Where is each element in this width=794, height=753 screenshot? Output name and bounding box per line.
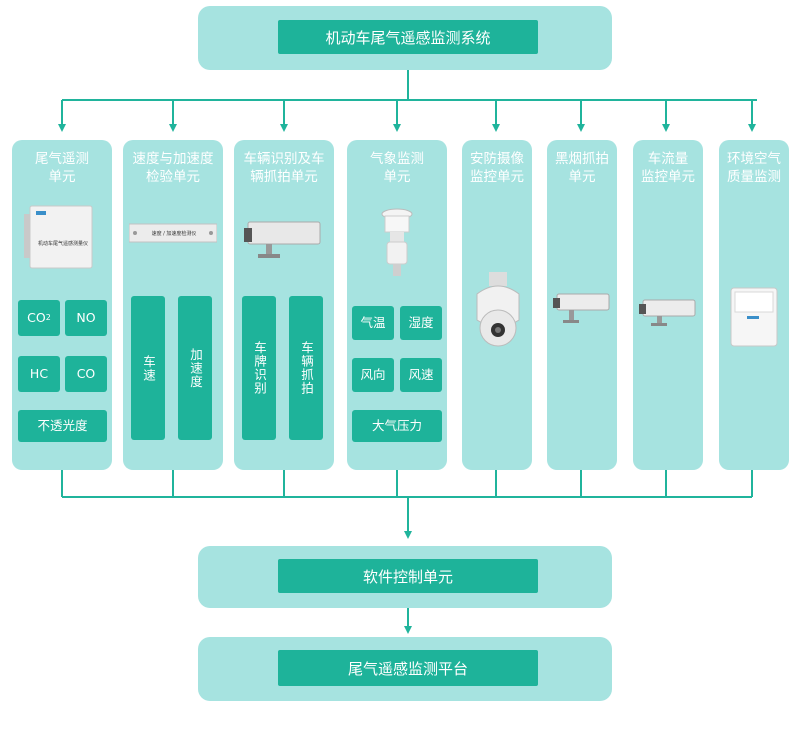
- software-panel: 软件控制单元: [198, 546, 612, 608]
- platform-panel: 尾气遥感监测平台: [198, 637, 612, 701]
- speed-detector-label: 速度 / 加速度检测仪: [151, 231, 197, 237]
- tile-opacity: 不透光度: [18, 410, 107, 442]
- unit-weather: 气象监测 单元 气温 湿度 风向 风速 大气压力: [347, 140, 447, 470]
- tile-air-pressure: 大气压力: [352, 410, 442, 442]
- smoke-camera-icon: [553, 288, 613, 336]
- traffic-camera-icon: [639, 296, 699, 336]
- air-monitor-icon: [729, 286, 779, 352]
- tile-humidity: 湿度: [400, 306, 442, 340]
- tile-wind-direction: 风向: [352, 358, 394, 392]
- system-panel: 机动车尾气遥感监测系统: [198, 6, 612, 70]
- tile-acceleration: 加速度: [178, 296, 212, 440]
- platform-title: 尾气遥感监测平台: [278, 650, 538, 686]
- unit-traffic-flow: 车流量 监控单元: [633, 140, 703, 470]
- unit-speed: 速度与加速度 检验单元 速度 / 加速度检测仪 车速 加速度: [123, 140, 223, 470]
- unit-air-quality: 环境空气 质量监测: [719, 140, 789, 470]
- software-unit-title: 软件控制单元: [278, 559, 538, 593]
- unit-vehicle-recognition: 车辆识别及车 辆抓拍单元 车牌识别 车辆抓拍: [234, 140, 334, 470]
- unit-title: 尾气遥测 单元: [35, 151, 89, 185]
- tile-temperature: 气温: [352, 306, 394, 340]
- unit-title: 车辆识别及车 辆抓拍单元: [243, 151, 325, 185]
- unit-title: 环境空气 质量监测: [727, 151, 781, 185]
- analyzer-cabinet-label: 机动车尾气遥感测量仪: [37, 241, 88, 247]
- tile-co: CO: [65, 356, 107, 392]
- unit-title: 黑烟抓拍 单元: [555, 151, 609, 185]
- unit-title: 安防摄像 监控单元: [470, 151, 524, 185]
- weather-station-icon: [375, 206, 419, 282]
- tile-co2-base: CO: [27, 310, 46, 325]
- unit-black-smoke: 黑烟抓拍 单元: [547, 140, 617, 470]
- unit-title: 速度与加速度 检验单元: [132, 151, 214, 185]
- analyzer-cabinet-image: 机动车尾气遥感测量仪: [24, 204, 98, 270]
- camera-box-icon: [244, 216, 326, 268]
- tile-speed: 车速: [131, 296, 165, 440]
- tile-no: NO: [65, 300, 107, 336]
- tile-plate-recognition: 车牌识别: [242, 296, 276, 440]
- unit-title: 车流量 监控单元: [641, 151, 695, 185]
- speed-detector-image: 速度 / 加速度检测仪: [128, 218, 218, 250]
- unit-security-camera: 安防摄像 监控单元: [462, 140, 532, 470]
- tile-hc: HC: [18, 356, 60, 392]
- tile-co2-sub: 2: [45, 313, 51, 322]
- unit-title: 气象监测 单元: [370, 151, 424, 185]
- system-title: 机动车尾气遥感监测系统: [278, 20, 538, 54]
- tile-wind-speed: 风速: [400, 358, 442, 392]
- dome-camera-icon: [471, 272, 525, 364]
- tile-vehicle-capture: 车辆抓拍: [289, 296, 323, 440]
